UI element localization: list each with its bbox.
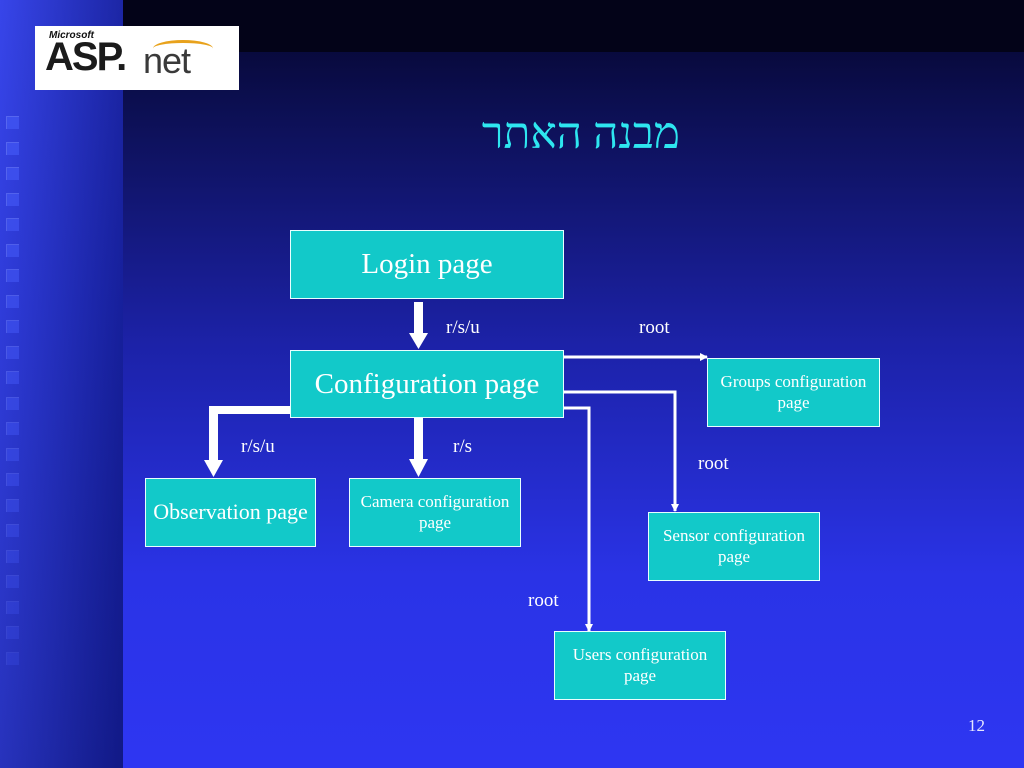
top-dark-band [123, 0, 1024, 52]
edge-label-config-users: root [528, 590, 559, 611]
decor-square [6, 192, 19, 206]
sensor-configuration-label: Sensor configuration page [662, 526, 806, 566]
observation-page-node: Observation page [145, 478, 316, 547]
configuration-page-node: Configuration page [290, 350, 564, 418]
left-decor-strip [0, 0, 123, 768]
arrow-config-to-camera [409, 418, 428, 477]
sensor-configuration-node: Sensor configuration page [648, 512, 820, 581]
camera-configuration-node: Camera configuration page [349, 478, 521, 547]
users-configuration-node: Users configuration page [554, 631, 726, 700]
edge-label-login-config: r/s/u [446, 317, 480, 338]
decor-square [6, 320, 19, 333]
decor-square [6, 269, 19, 282]
decor-square [6, 473, 19, 486]
configuration-page-label: Configuration page [314, 367, 540, 400]
decor-square [6, 524, 19, 537]
decor-square [6, 141, 19, 155]
arrow-config-to-users [564, 406, 593, 632]
logo-swoosh [153, 40, 213, 57]
logo-microsoft-text: Microsoft [49, 30, 94, 41]
slide-number: 12 [968, 716, 985, 735]
observation-page-label: Observation page [153, 499, 308, 525]
decor-square [6, 600, 19, 614]
groups-configuration-label: Groups configuration page [720, 372, 867, 412]
edge-label-config-sensor: root [698, 453, 729, 474]
edge-label-config-groups: root [639, 317, 670, 338]
decor-square [6, 371, 19, 384]
logo-asp-text: ASP. [45, 35, 127, 79]
login-page-node: Login page [290, 230, 564, 299]
decor-square [6, 167, 19, 180]
decor-square [6, 294, 19, 308]
edge-label-config-observation: r/s/u [241, 436, 275, 457]
groups-configuration-node: Groups configuration page [707, 358, 880, 427]
arrow-config-to-sensor [564, 390, 679, 512]
decor-square [6, 345, 19, 359]
decor-square [6, 116, 19, 129]
aspnet-logo: Microsoft ASP. net [35, 26, 239, 90]
arrow-config-to-observation [204, 406, 294, 477]
logo-net-text: net [143, 40, 191, 81]
decor-square [6, 651, 19, 665]
users-configuration-label: Users configuration page [572, 645, 708, 685]
decor-square [6, 549, 19, 563]
decor-square [6, 218, 19, 231]
decor-square [6, 447, 19, 461]
edge-label-config-camera: r/s [453, 436, 472, 457]
decor-square [6, 626, 19, 639]
login-page-label: Login page [361, 248, 493, 281]
camera-configuration-label: Camera configuration page [360, 492, 510, 532]
decor-square [6, 575, 19, 588]
decor-square [6, 243, 19, 257]
left-strip-shade [0, 0, 123, 768]
slide-title: מבנה האתר [481, 109, 680, 158]
decor-square [6, 422, 19, 435]
decor-square [6, 396, 19, 410]
decor-square [6, 498, 19, 512]
arrow-login-to-config [409, 302, 428, 349]
